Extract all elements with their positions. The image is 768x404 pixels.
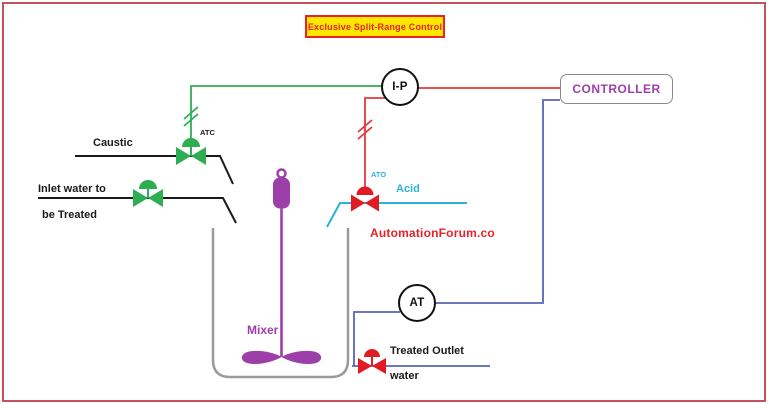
outlet-valve-symbol [358, 349, 386, 374]
caustic-label: Caustic [93, 137, 133, 149]
at-to-controller-signal [435, 99, 560, 304]
valve-body [351, 194, 379, 212]
title-banner: Exclusive Split-Range Control [305, 15, 445, 38]
inlet-water-pipe [38, 197, 237, 224]
controller-label: CONTROLLER [572, 82, 661, 96]
analyzer-transmitter-bubble: AT [398, 284, 436, 322]
mixer-label: Mixer [247, 323, 279, 337]
ato-tag: ATO [371, 170, 387, 179]
ip-to-caustic-valve-signal [183, 85, 382, 146]
acid-valve-symbol [351, 186, 379, 212]
mixer-motor [273, 177, 290, 209]
acid-pipe [326, 202, 467, 228]
mixer-agitator [241, 168, 322, 365]
inlet-water-label-line2: be Treated [42, 209, 98, 221]
valve-actuator-dome [139, 180, 157, 189]
mixer-shaft [280, 208, 283, 357]
caustic-pipe [75, 155, 234, 185]
valve-actuator-dome [356, 186, 374, 195]
ip-converter-bubble: I-P [381, 68, 419, 106]
treated-outlet-label-line2: water [390, 370, 419, 382]
mixer-tank [211, 228, 350, 379]
pneumatic-slash-marks-green [183, 106, 199, 127]
valve-body [176, 147, 206, 165]
valve-actuator-dome [182, 138, 200, 147]
title-text: Exclusive Split-Range Control [307, 21, 443, 32]
atc-tag: ATC [200, 128, 215, 137]
ip-converter-label: I-P [392, 81, 408, 93]
acid-label: Acid [396, 183, 420, 195]
branding-watermark: AutomationForum.co [370, 226, 495, 240]
pneumatic-slash-marks-red [357, 119, 373, 140]
valve-body [133, 189, 163, 207]
valve-body [358, 358, 386, 374]
inlet-valve-symbol [133, 180, 163, 207]
analyzer-transmitter-label: AT [409, 297, 425, 309]
mixer-impeller-right [281, 350, 322, 365]
valve-actuator-dome [364, 349, 380, 357]
mixer-motor-ring [276, 168, 287, 179]
controller-box: CONTROLLER [560, 74, 673, 104]
treated-outlet-label-line1: Treated Outlet [390, 345, 464, 357]
inlet-water-label-line1: Inlet water to [38, 183, 106, 195]
sample-line-to-at [353, 311, 400, 366]
caustic-valve-symbol [176, 138, 206, 165]
ip-to-acid-valve-signal [357, 97, 388, 195]
mixer-impeller-left [241, 350, 282, 365]
